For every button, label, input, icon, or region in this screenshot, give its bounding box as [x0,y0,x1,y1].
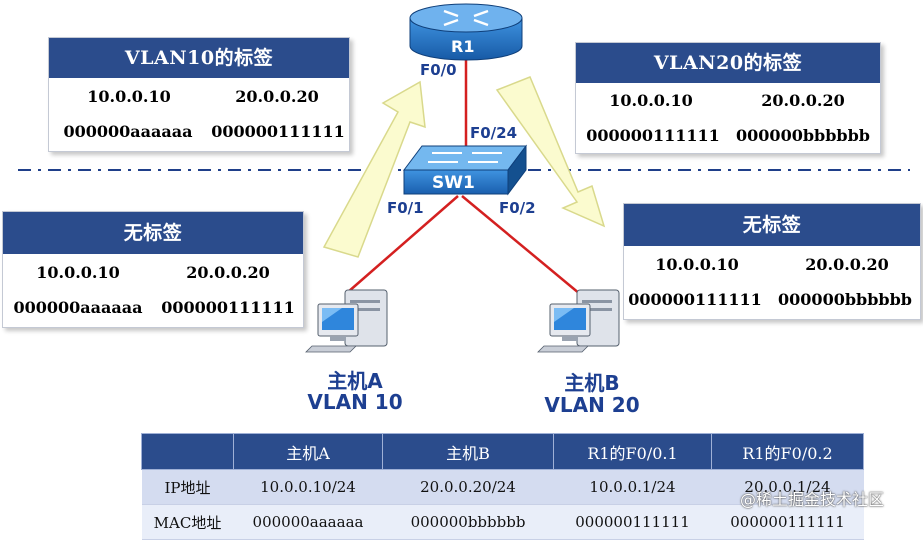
frame-dst-mac: 000000bbbbbb [778,290,912,309]
frame-dst-ip: 20.0.0.20 [761,91,845,110]
switch-label: SW1 [432,173,475,193]
frame-title: VLAN20的标签 [576,43,880,83]
table-cell: 10.0.0.10/24 [233,469,383,505]
router-icon [409,3,523,61]
flow-arrow-down [495,76,606,228]
table-cell: 10.0.0.1/24 [553,469,712,505]
frame-src-ip: 10.0.0.10 [87,87,171,106]
table-cell: 20.0.0.1/24 [711,469,864,505]
frame-src-ip: 10.0.0.10 [609,91,693,110]
table-row: IP地址 10.0.0.10/24 20.0.0.20/24 10.0.0.1/… [141,469,864,505]
computer-icon-host-a [305,289,388,353]
table-row-label: MAC地址 [141,504,234,540]
flow-arrow-up [322,80,426,258]
switch-port-b-label: F0/2 [499,199,536,217]
table-header-cell: R1的F0/0.2 [711,433,864,470]
table-header-cell: 主机A [233,433,383,470]
frame-dst-ip: 20.0.0.20 [805,255,889,274]
frame-dst-mac: 000000111111 [211,122,345,141]
table-cell: 000000aaaaaa [233,504,383,540]
frame-title: 无标签 [3,212,303,254]
frame-src-ip: 10.0.0.10 [655,255,739,274]
frame-title: VLAN10的标签 [49,38,349,78]
frame-src-mac: 000000111111 [628,290,762,309]
router-label: R1 [451,37,475,56]
topology-drawing [18,3,910,353]
link-sw1-host-b [461,195,581,295]
table-header-cell: 主机B [382,433,554,470]
frame-src-mac: 000000aaaaaa [63,122,193,141]
table-header-cell [141,433,234,470]
switch-port-a-label: F0/1 [387,199,424,217]
host-b-vlan: VLAN 20 [544,393,640,417]
frame-box-untagged-b: 无标签 10.0.0.10 20.0.0.20 000000111111 000… [623,203,921,320]
table-header-cell: R1的F0/0.1 [553,433,712,470]
computer-icon-host-b [537,289,620,353]
frame-src-ip: 10.0.0.10 [36,263,120,282]
frame-src-mac: 000000aaaaaa [13,298,143,317]
table-cell: 000000111111 [553,504,712,540]
frame-box-vlan20-tagged: VLAN20的标签 10.0.0.10 20.0.0.20 0000001111… [575,42,881,154]
frame-dst-mac: 000000111111 [161,298,295,317]
table-cell: 20.0.0.20/24 [382,469,554,505]
frame-box-untagged-a: 无标签 10.0.0.10 20.0.0.20 000000aaaaaa 000… [2,211,304,328]
table-cell: 000000bbbbbb [382,504,554,540]
table-header-row: 主机A 主机B R1的F0/0.1 R1的F0/0.2 [141,433,864,470]
frame-dst-mac: 000000bbbbbb [736,126,870,145]
link-sw1-host-a [347,195,459,293]
frame-box-vlan10-tagged: VLAN10的标签 10.0.0.10 20.0.0.20 000000aaaa… [48,37,350,152]
host-a-vlan: VLAN 10 [307,390,403,414]
table-row-label: IP地址 [141,469,234,505]
frame-dst-ip: 20.0.0.20 [235,87,319,106]
frame-title: 无标签 [624,204,920,246]
host-b-name: 主机B [564,371,620,395]
switch-icon [403,144,527,196]
watermark: @稀土掘金技术社区 [740,490,885,509]
router-port-label: F0/0 [420,61,457,79]
frame-dst-ip: 20.0.0.20 [186,263,270,282]
switch-uplink-port-label: F0/24 [470,124,518,142]
frame-src-mac: 000000111111 [586,126,720,145]
host-a-name: 主机A [327,369,383,393]
